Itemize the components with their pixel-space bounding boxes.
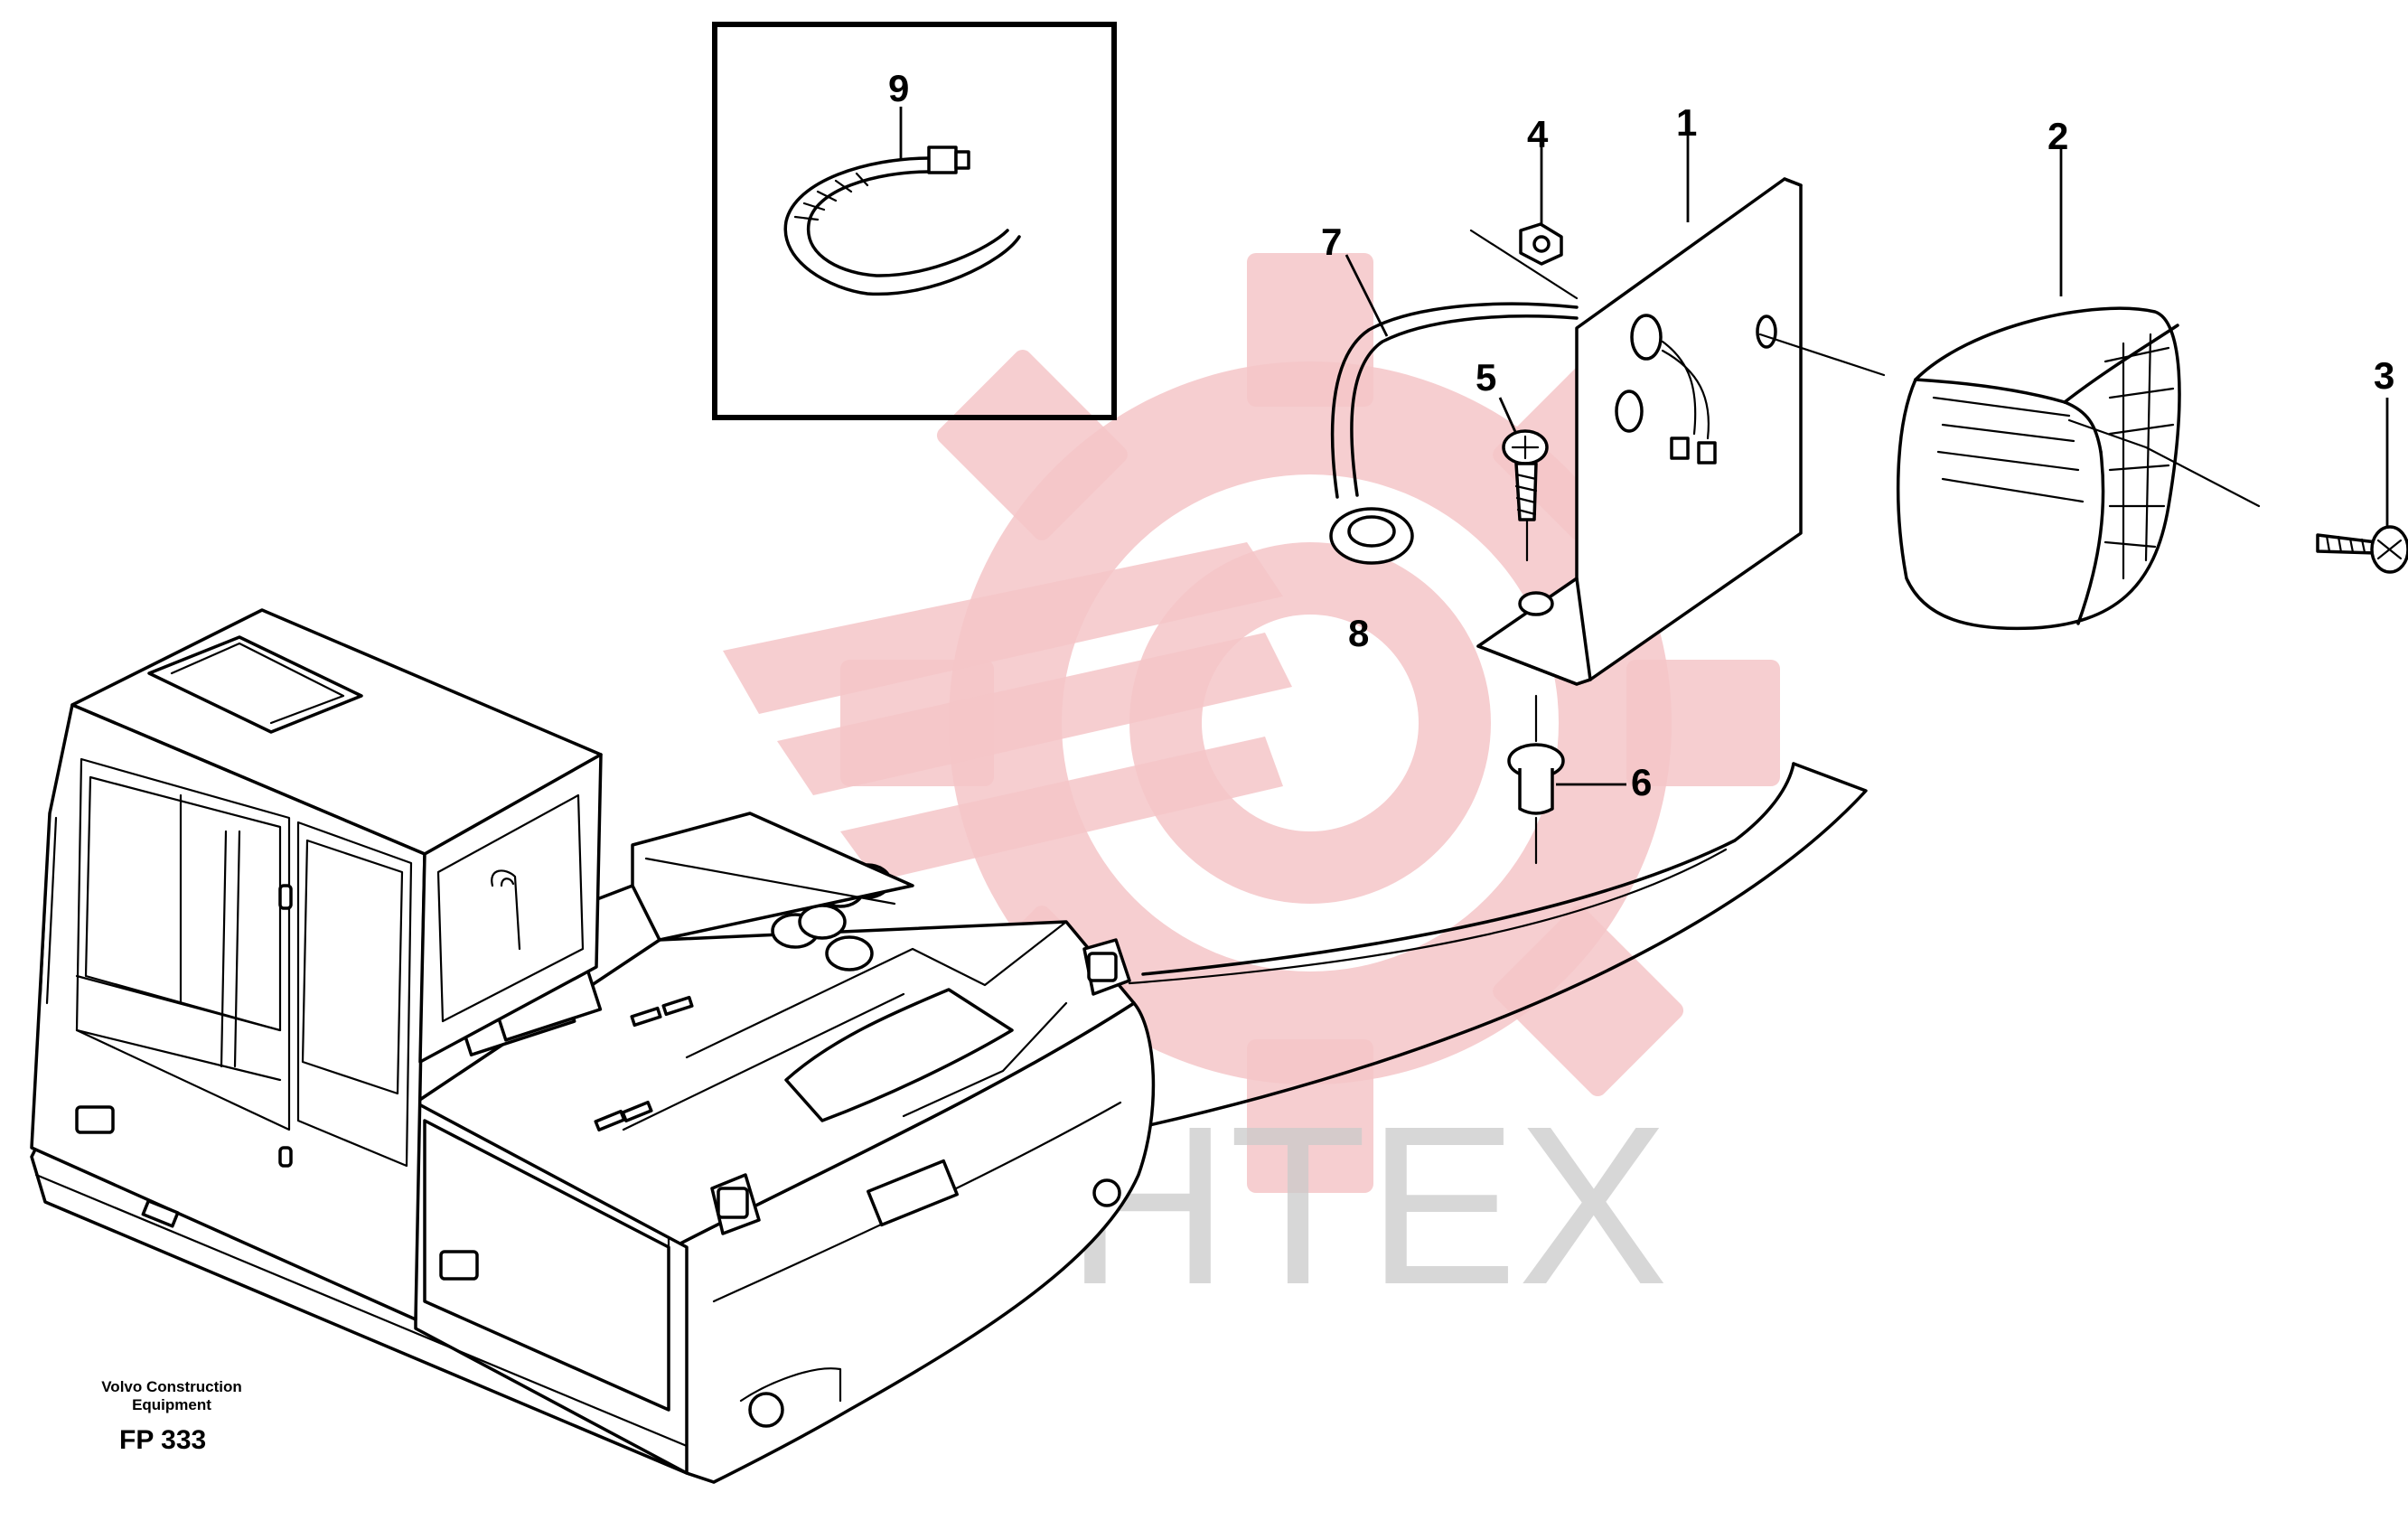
callout-7: 7 — [1321, 221, 1342, 263]
lamp — [1758, 306, 2261, 631]
cable — [1330, 302, 1579, 499]
cable-tie — [783, 145, 1021, 296]
brand-line-2: Equipment — [132, 1396, 211, 1413]
callout-4: 4 — [1527, 113, 1549, 155]
brand-line-1: Volvo Construction — [101, 1378, 242, 1395]
callout-9: 9 — [888, 67, 909, 109]
bracket — [1476, 177, 1803, 686]
callout-8: 8 — [1348, 612, 1369, 654]
callout-1: 1 — [1676, 101, 1697, 144]
excavator — [30, 608, 1156, 1484]
watermark-logo: ИНТЕХ — [723, 253, 1780, 1331]
screw-5 — [1502, 429, 1549, 562]
screw-3 — [2316, 525, 2408, 574]
bushing — [1507, 694, 1565, 865]
callout-6: 6 — [1631, 761, 1652, 803]
figure-code: FP 333 — [119, 1425, 207, 1455]
grommet — [1329, 507, 1414, 565]
callout-5: 5 — [1476, 356, 1496, 399]
nut — [1469, 222, 1579, 300]
callout-3: 3 — [2374, 354, 2394, 397]
inset-cable-tie: 9 — [712, 22, 1117, 420]
brand-label: Volvo Construction Equipment — [90, 1378, 253, 1414]
callout-2: 2 — [2047, 115, 2068, 157]
